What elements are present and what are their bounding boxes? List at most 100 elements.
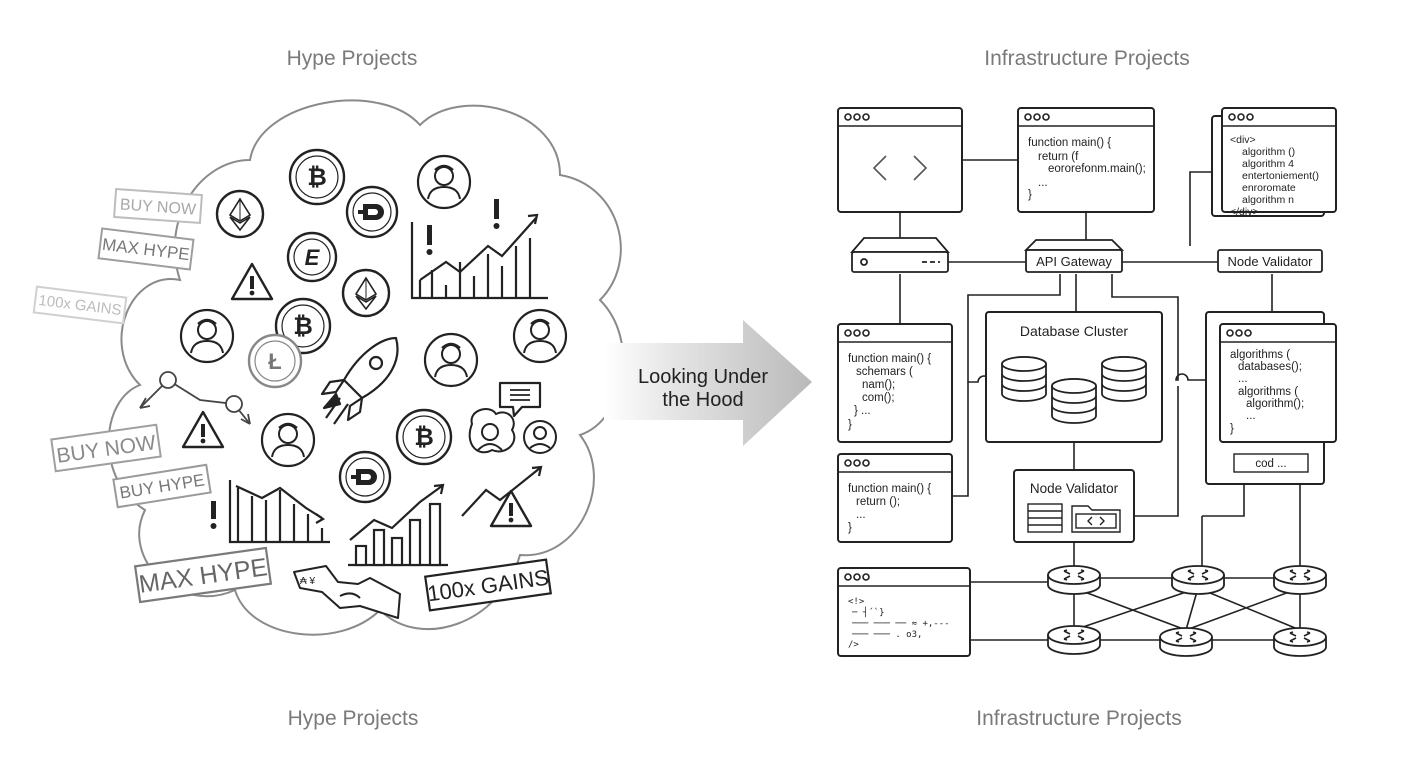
router-icon	[1159, 627, 1213, 657]
folder-icon	[1071, 505, 1121, 533]
dash-icon	[345, 185, 399, 239]
router-icon	[1047, 565, 1101, 595]
svg-text:function main() {: function main() {	[848, 483, 931, 495]
code-window: function main() { schemars ( nam(); com(…	[837, 323, 953, 443]
api-gateway-label: API Gateway	[1036, 254, 1112, 269]
trend-arrow-icon	[461, 465, 543, 517]
svg-text:─── ─── . o3,: ─── ─── . o3,	[851, 630, 922, 640]
database-cluster: Database Cluster	[985, 311, 1163, 443]
left-top-title: Hype Projects	[286, 47, 418, 70]
code-window: <div> algorithm () algorithm 4 entertoni…	[1211, 107, 1337, 218]
code-window: function main() { return (f eororefonm.m…	[1017, 107, 1155, 213]
svg-text:algorithms (: algorithms (	[1230, 349, 1290, 361]
svg-text:}: }	[848, 522, 852, 534]
api-gateway-node: API Gateway	[1023, 239, 1125, 273]
code-window: algorithms ( databases(); ... algorithms…	[1205, 311, 1337, 485]
database-icon	[1051, 378, 1097, 424]
svg-text:</div>: </div>	[1230, 206, 1259, 218]
litecoin-icon: Ł	[247, 333, 303, 389]
svg-text:return ();: return ();	[856, 496, 900, 508]
svg-text:<!>: <!>	[848, 597, 865, 607]
svg-text:enroromate: enroromate	[1242, 182, 1296, 194]
node-validator-top: Node Validator	[1217, 249, 1323, 273]
code-window	[837, 107, 963, 213]
rocket-icon	[320, 336, 399, 425]
svg-text:function main() {: function main() {	[1028, 137, 1111, 149]
chart-icon	[410, 213, 548, 300]
right-top-title: Infrastructure Projects	[984, 47, 1190, 70]
router-mesh-links	[970, 577, 1301, 641]
user-avatar-icon	[179, 308, 235, 364]
code-window: function main() { return (); ... }	[837, 453, 953, 543]
trend-line-icon	[139, 371, 251, 425]
hype-sticker-buy-now-2: BUY NOW	[50, 423, 162, 473]
node-validator-mid: Node Validator	[1013, 469, 1135, 543]
svg-text:schemars (: schemars (	[856, 366, 913, 378]
window-dots-icon	[844, 573, 870, 581]
code-snippet: function main() { schemars ( nam(); com(…	[848, 353, 931, 431]
svg-text:...: ...	[1038, 177, 1048, 189]
code-snippet: function main() { return (f eororefonm.m…	[1028, 137, 1146, 201]
svg-text:algorithm (): algorithm ()	[1242, 146, 1295, 158]
dash-icon	[338, 450, 392, 504]
svg-text:com();: com();	[862, 392, 895, 404]
svg-text:algorithm 4: algorithm 4	[1242, 158, 1294, 170]
user-avatar-icon	[423, 332, 479, 388]
money-icon: ₳ ¥	[293, 565, 401, 619]
svg-text:...: ...	[856, 509, 866, 521]
bitcoin-icon	[395, 408, 453, 466]
chat-icon	[498, 381, 542, 418]
svg-text:algorithm n: algorithm n	[1242, 194, 1294, 206]
code-brackets-icon	[872, 155, 928, 181]
node-validator-label: Node Validator	[1030, 481, 1119, 496]
database-icon	[1001, 356, 1047, 402]
sticker-text: BUY NOW	[119, 196, 197, 218]
arrow-label-line1: Looking Under	[638, 366, 768, 388]
code-snippet: <!> ─ ┤´`} ─── ─── ── ≈ +,--- ─── ─── . …	[848, 597, 950, 650]
svg-text:algorithms (: algorithms (	[1238, 386, 1298, 398]
ethereum-icon	[341, 268, 391, 318]
database-cluster-label: Database Cluster	[1020, 323, 1129, 339]
code-snippet: function main() { return (); ... }	[848, 483, 931, 534]
window-dots-icon	[844, 113, 870, 121]
router-icon	[1273, 565, 1327, 595]
svg-text:function main() {: function main() {	[848, 353, 931, 365]
svg-text:...: ...	[1246, 410, 1256, 422]
svg-text:eororefonm.main();: eororefonm.main();	[1048, 163, 1146, 175]
svg-text:─ ┤´`}: ─ ┤´`}	[851, 606, 885, 618]
svg-text:databases();: databases();	[1238, 361, 1302, 373]
hype-sticker-gains-1: 100x GAINS	[32, 285, 128, 325]
router-icon	[1273, 627, 1327, 657]
router-icon	[1047, 625, 1101, 655]
database-icon	[1101, 356, 1147, 402]
chart-icon	[348, 483, 448, 567]
user-avatar-icon	[416, 154, 472, 210]
router-icon	[1171, 565, 1225, 595]
svg-text:<div>: <div>	[1230, 134, 1256, 146]
euro-coin-icon: E	[286, 231, 338, 283]
hype-sticker-buy-now-1: BUY NOW	[113, 187, 203, 225]
svg-text:/>: />	[848, 640, 859, 650]
community-icon	[468, 408, 557, 454]
ethereum-icon	[215, 189, 265, 239]
svg-text:}: }	[1230, 423, 1234, 435]
code-snippet: algorithms ( databases(); ... algorithms…	[1230, 349, 1304, 435]
bitcoin-icon	[288, 148, 346, 206]
window-dots-icon	[844, 329, 870, 337]
exclamation-icon	[210, 199, 500, 529]
svg-text:} ...: } ...	[854, 405, 871, 417]
svg-text:E: E	[305, 245, 321, 270]
arrow-label-line2: the Hood	[662, 389, 743, 411]
window-dots-icon	[1226, 329, 1252, 337]
svg-text:}: }	[1028, 189, 1032, 201]
svg-text:Ł: Ł	[268, 349, 281, 374]
svg-text:}: }	[848, 419, 852, 431]
code-snippet: <div> algorithm () algorithm 4 entertoni…	[1230, 134, 1319, 218]
server-rack-icon	[1027, 503, 1063, 533]
transition-arrow: Looking Under the Hood	[604, 320, 812, 446]
window-dots-icon	[1024, 113, 1050, 121]
left-bottom-title: Hype Projects	[287, 707, 419, 730]
svg-text:nam();: nam();	[862, 379, 895, 391]
window-dots-icon	[1228, 113, 1254, 121]
